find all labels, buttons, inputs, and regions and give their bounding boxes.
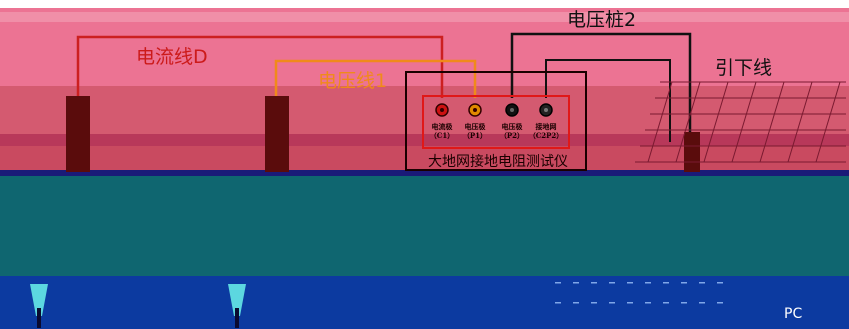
terminal-c1-name: 电流极 <box>432 122 454 131</box>
terminal-c2p2-name: 接地网 <box>536 122 557 131</box>
terminal-c1 <box>435 103 449 117</box>
terminal-c1-center <box>440 108 444 112</box>
current-wire <box>76 35 444 98</box>
ground-strip <box>0 134 849 146</box>
terminal-p1-name: 电压极 <box>465 122 487 131</box>
instrument-body <box>405 71 587 171</box>
instrument-name: 大地网接地电阻测试仪 <box>428 153 568 170</box>
road-line <box>0 170 849 176</box>
electrode-tip-2-rod <box>235 308 239 328</box>
electrode-tip-1 <box>30 284 48 316</box>
down-conductor-wire <box>545 59 671 142</box>
soil-layer <box>0 176 849 280</box>
voltage-wire-label: 电压线1 <box>318 70 387 92</box>
current-stake <box>66 96 90 172</box>
ground-grid-stake <box>684 132 700 172</box>
terminal-p2 <box>505 103 519 117</box>
terminal-p2-name: 电压极 <box>502 122 524 131</box>
terminal-c2p2-center <box>544 108 548 112</box>
current-wire-label: 电流线D <box>136 46 208 68</box>
electrode-tip-2 <box>228 284 246 316</box>
ground-lower <box>0 146 849 172</box>
terminal-c2p2-code: （C2P2） <box>529 131 564 140</box>
voltage-stake-label: 电压桩2 <box>567 9 636 31</box>
terminal-p2-code: （P2） <box>500 131 524 140</box>
voltage-stake-1 <box>265 96 289 172</box>
corner-label: PC <box>784 306 802 322</box>
electrode-tip-1-rod <box>37 308 41 328</box>
grounding-grid <box>635 81 846 163</box>
terminal-panel <box>422 95 570 149</box>
terminal-p2-center <box>510 108 514 112</box>
terminal-p1-center <box>473 108 477 112</box>
sky-highlight <box>0 12 849 22</box>
terminal-p1 <box>468 103 482 117</box>
terminal-c2p2 <box>539 103 553 117</box>
terminal-p1-code: （P1） <box>463 131 487 140</box>
ground-surface <box>0 86 849 134</box>
voltage-stake-wire <box>510 32 692 135</box>
down-conductor-label: 引下线 <box>715 57 772 79</box>
water-layer <box>0 276 849 329</box>
terminal-c1-code: （C1） <box>430 131 454 140</box>
voltage-wire <box>274 59 477 98</box>
water-dashes <box>555 282 723 304</box>
